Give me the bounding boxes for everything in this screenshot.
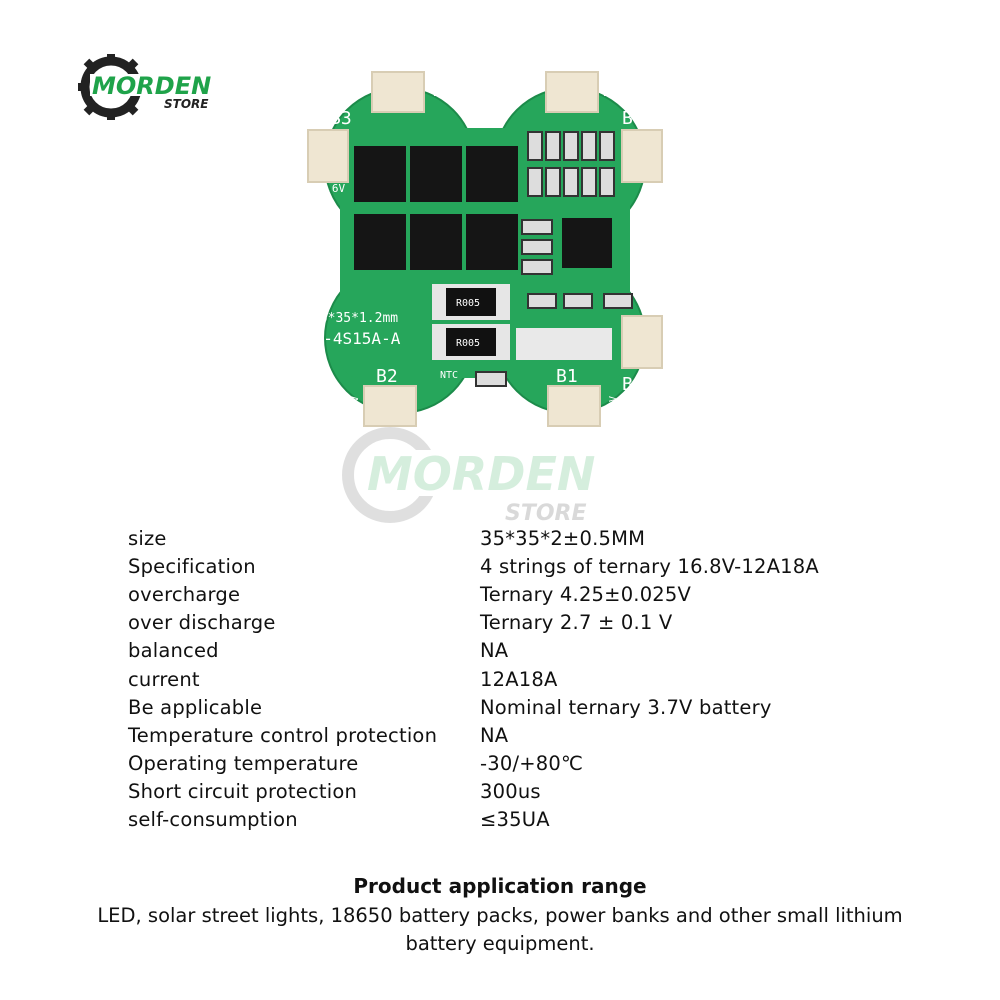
spec-label: balanced — [128, 639, 219, 663]
spec-value: Ternary 2.7 ± 0.1 V — [480, 611, 673, 635]
pad-label-b2: B2 — [376, 366, 398, 387]
spec-table: size 35*35*2±0.5MM Specification 4 strings… — [128, 524, 888, 834]
voltage-label-12v6: 12.6V — [312, 182, 345, 195]
logo-sub: STORE — [164, 97, 209, 111]
spec-value: 4 strings of ternary 16.8V-12A18A — [480, 554, 819, 578]
application-title: Product application range — [353, 874, 647, 898]
spec-row: over discharge Ternary 2.7 ± 0.1 V — [128, 609, 888, 637]
spec-row: Be applicable Nominal ternary 3.7V batter… — [128, 693, 888, 721]
pad-label-b3: B3 — [330, 108, 352, 129]
spec-row: Temperature control protection NA — [128, 721, 888, 749]
spec-label: size — [128, 526, 167, 550]
board-model-label: CF-4S15A-A — [304, 329, 401, 348]
watermark-word: MORDEN — [367, 447, 595, 501]
watermark-sub: STORE — [505, 501, 587, 526]
pad-label-b1: B1 — [556, 366, 578, 387]
ntc-label: NTC — [440, 370, 458, 381]
spec-label: current — [128, 667, 200, 691]
spec-value: 300us — [480, 780, 541, 804]
shunt-label-1: R005 — [456, 298, 480, 309]
spec-row: Short circuit protection 300us — [128, 778, 888, 806]
spec-row: balanced NA — [128, 637, 888, 665]
spec-label: Short circuit protection — [128, 780, 358, 804]
pad-label-b-plus: B+ — [622, 108, 644, 129]
pad-label-b-minus: B- — [622, 374, 644, 395]
spec-value: -30/+80℃ — [480, 752, 584, 776]
spec-row: current 12A18A — [128, 665, 888, 693]
spec-label: Operating temperature — [128, 752, 359, 776]
spec-value: Ternary 4.25±0.025V — [480, 582, 692, 606]
logo-word: MORDEN — [92, 72, 211, 100]
voltage-label-4v2: 4.2V — [608, 396, 619, 420]
application-text: LED, solar street lights, 18650 battery … — [97, 904, 903, 955]
board-dimensions-label: 35*35*1.2mm — [312, 311, 398, 326]
spec-label: overcharge — [128, 582, 241, 606]
shunt-label-2: R005 — [456, 338, 480, 349]
gear-icon — [342, 427, 438, 523]
spec-value: NA — [480, 639, 509, 663]
pcb-board-image: R005 R005 P- P+ B3 B+ 12.6V 35*35*1.2mm … — [304, 71, 663, 427]
spec-row: size 35*35*2±0.5MM — [128, 524, 888, 552]
spec-label: Be applicable — [128, 695, 263, 719]
voltage-label-8v4: 8.4V — [350, 396, 361, 420]
spec-label: self-consumption — [128, 808, 298, 832]
spec-value: ≤35UA — [480, 808, 550, 832]
spec-value: Nominal ternary 3.7V battery — [480, 695, 772, 719]
spec-label: Temperature control protection — [128, 723, 438, 747]
watermark-logo: MORDEN STORE — [342, 427, 625, 526]
spec-row: self-consumption ≤35UA — [128, 806, 888, 834]
spec-value: 12A18A — [480, 667, 558, 691]
spec-label: over discharge — [128, 611, 276, 635]
pad-label-p-plus: P+ — [602, 77, 626, 101]
spec-value: NA — [480, 723, 509, 747]
pad-label-p-minus: P- — [432, 77, 456, 101]
spec-row: Specification 4 strings of ternary 16.8V-… — [128, 552, 888, 580]
spec-row: Operating temperature -30/+80℃ — [128, 750, 888, 778]
spec-value: 35*35*2±0.5MM — [480, 526, 646, 550]
spec-label: Specification — [128, 554, 256, 578]
spec-row: overcharge Ternary 4.25±0.025V — [128, 580, 888, 608]
morden-store-logo: MORDEN STORE — [78, 54, 220, 120]
